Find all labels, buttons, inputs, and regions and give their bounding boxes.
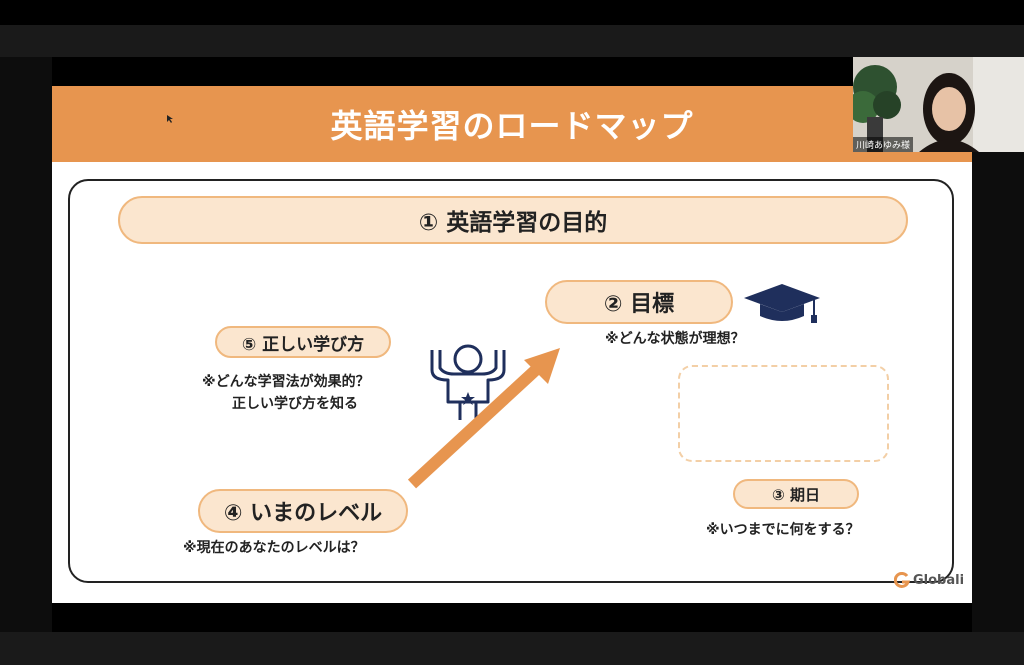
top-bar: [0, 0, 1024, 25]
arrow-up-icon: [407, 348, 560, 489]
video-side-right: [972, 57, 1024, 632]
goal-pill: ② 目標: [545, 280, 733, 324]
deadline-note: ※いつまでに何をする？: [706, 522, 860, 538]
method-pill: ⑤ 正しい学び方: [215, 326, 391, 358]
participant-video[interactable]: 川崎あゆみ様: [853, 57, 1024, 152]
deadline-box: [678, 365, 889, 462]
method-note-line2: 正しい学び方を知る: [232, 396, 358, 412]
video-letterbox-bottom: [0, 632, 1024, 665]
goal-note: ※どんな状態が理想？: [605, 331, 745, 347]
brand-name: Globali: [913, 572, 965, 588]
video-letterbox-top: [0, 25, 1024, 57]
video-side-left: [0, 57, 52, 632]
globali-logo-icon: [894, 572, 910, 588]
deadline-pill: ③ 期日: [733, 479, 859, 509]
brand-logo: Globali: [894, 572, 964, 588]
mouse-cursor-icon: [167, 115, 173, 123]
purpose-pill: ① 英語学習の目的: [118, 196, 908, 244]
webcam-person-icon: [853, 57, 1024, 152]
participant-name: 川崎あゆみ様: [853, 137, 914, 152]
slide-title: 英語学習のロードマップ: [52, 86, 972, 162]
shared-slide: 英語学習のロードマップ ① 英語学習の目的 ② 目標 ※どんな状態が理想？ ⑤ …: [52, 86, 972, 603]
level-note: ※現在のあなたのレベルは？: [183, 540, 365, 556]
method-note-line1: ※どんな学習法が効果的？: [202, 374, 370, 390]
graduation-cap-icon: [744, 284, 820, 323]
level-pill: ④ いまのレベル: [198, 489, 408, 533]
